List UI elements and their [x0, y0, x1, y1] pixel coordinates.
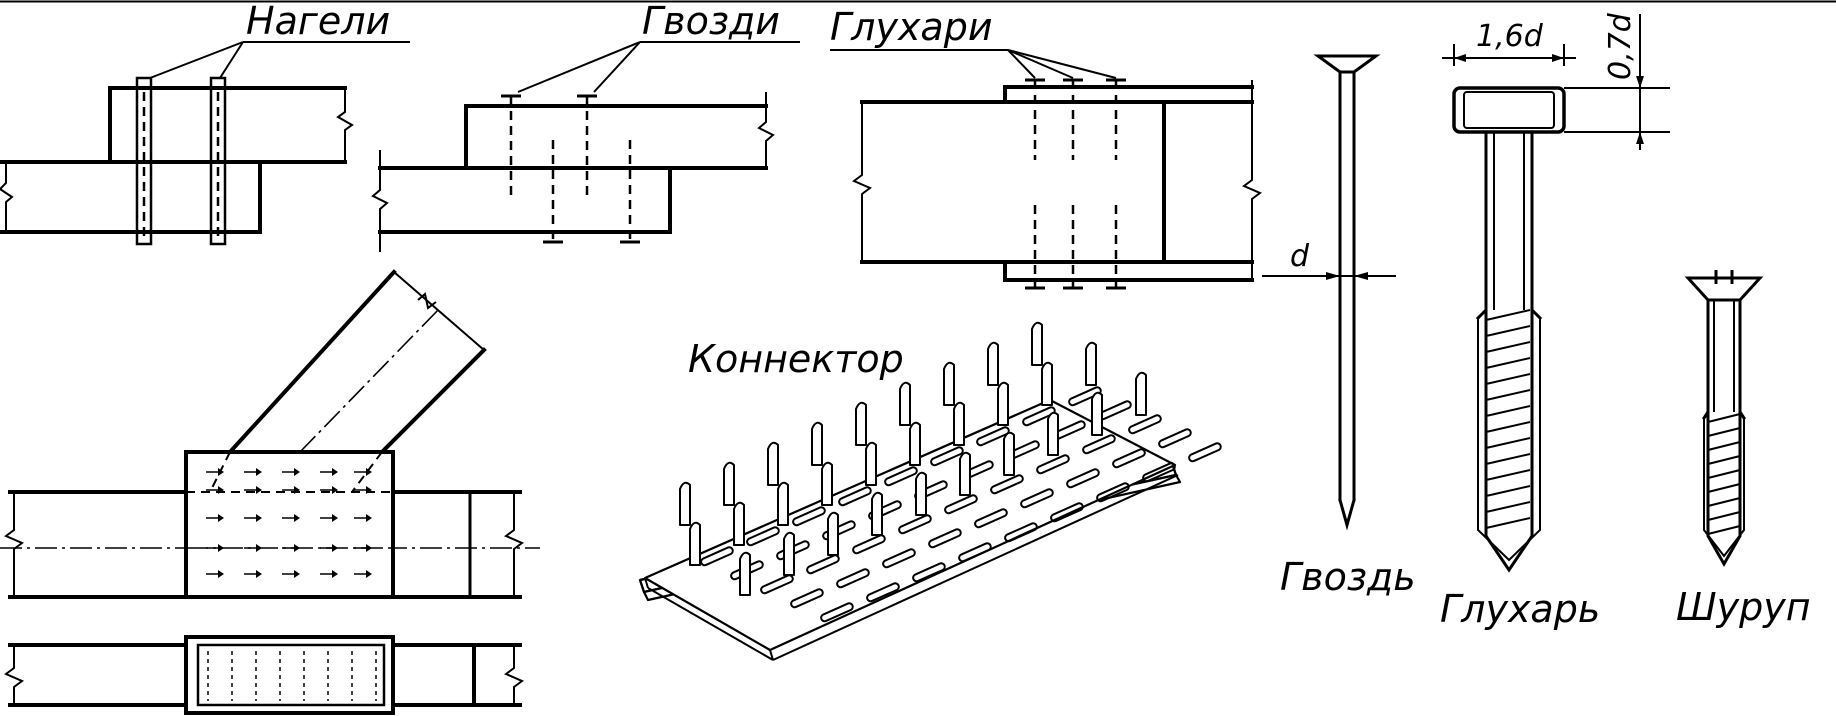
plate-slot — [1112, 448, 1146, 469]
nail-joint-drawing — [371, 41, 800, 252]
plate-slot — [790, 588, 824, 609]
plate-slot — [866, 582, 900, 603]
label-lag-screws: Глухари — [830, 5, 993, 49]
dim-head-width: 1,6d — [1476, 19, 1544, 54]
plate-slot — [1098, 400, 1132, 421]
dowel-joint-drawing — [0, 41, 410, 246]
plate-slot — [1082, 434, 1116, 455]
dim-diameter: d — [1290, 239, 1310, 274]
plate-slot — [1128, 414, 1162, 435]
plate-teeth-pattern — [206, 468, 372, 578]
plate-slot — [1068, 386, 1102, 407]
plate-slot — [1066, 468, 1100, 489]
label-nail: Гвоздь — [1280, 555, 1416, 599]
label-wood-screw: Шуруп — [1676, 585, 1811, 629]
plate-slot — [760, 574, 794, 595]
dim-head-height: 0,7d — [1603, 12, 1638, 80]
truss-node-drawing — [0, 269, 540, 599]
plate-slot — [1188, 442, 1222, 463]
lag-screw-drawing — [1442, 14, 1670, 573]
plate-slot — [974, 508, 1008, 529]
plate-slot — [944, 494, 978, 515]
plate-slot — [930, 446, 964, 467]
plate-slot — [1036, 454, 1070, 475]
lag-screw-thread — [1485, 309, 1531, 529]
connector-teeth — [679, 321, 1147, 596]
label-lag-screw: Глухарь — [1440, 587, 1600, 631]
section-view-drawing — [4, 635, 524, 715]
plate-slot — [836, 568, 870, 589]
plate-slot — [976, 426, 1010, 447]
lag-screw-joint-drawing — [830, 49, 1262, 290]
wood-screw-thread — [1707, 413, 1741, 535]
plate-slot — [912, 562, 946, 583]
plate-slot — [928, 528, 962, 549]
plate-slot — [1158, 428, 1192, 449]
plate-slot — [958, 542, 992, 563]
plate-slot — [806, 554, 840, 575]
plate-slot — [1142, 462, 1176, 483]
plate-slot — [700, 546, 734, 567]
connector-plate-drawing — [638, 321, 1222, 661]
plate-slot — [746, 526, 780, 547]
plate-slot — [990, 474, 1024, 495]
plate-slot — [820, 602, 854, 623]
plate-slot — [1096, 482, 1130, 503]
plate-slot — [1022, 406, 1056, 427]
plate-slot — [1050, 502, 1084, 523]
label-connector: Коннектор — [688, 337, 904, 381]
plate-slot — [852, 534, 886, 555]
plate-slot — [882, 548, 916, 569]
plate-slot — [868, 500, 902, 521]
plate-slot — [1004, 522, 1038, 543]
label-dowels: Нагели — [246, 0, 390, 43]
wood-screw-drawing — [1684, 270, 1764, 568]
nail-drawing — [1262, 54, 1396, 531]
plate-slot — [792, 506, 826, 527]
plate-slot — [898, 514, 932, 535]
plate-slot — [838, 486, 872, 507]
plate-slot — [884, 466, 918, 487]
plate-slot — [1020, 488, 1054, 509]
label-nails: Гвозди — [642, 0, 780, 43]
